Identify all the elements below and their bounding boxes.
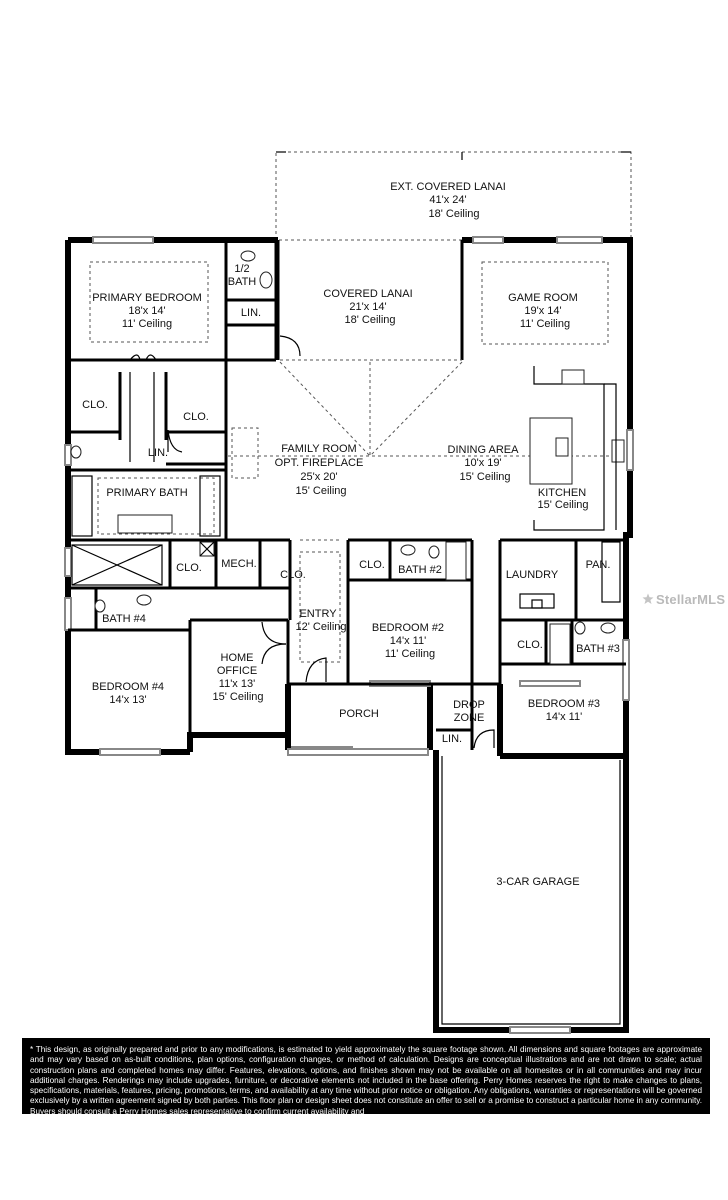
ext-lanai-name: EXT. COVERED LANAI bbox=[390, 181, 506, 193]
ext-lanai-size: 41'x 24' bbox=[429, 194, 466, 206]
entry-ceiling: 12' Ceiling bbox=[295, 621, 346, 633]
ext-lanai-ceiling: 18' Ceiling bbox=[428, 208, 479, 220]
family-room-size: 25'x 20' bbox=[300, 471, 337, 483]
covered-lanai-ceiling: 18' Ceiling bbox=[344, 314, 395, 326]
star-icon bbox=[642, 593, 654, 604]
closet-label-4: CLO. bbox=[280, 569, 306, 581]
closet-label-1: CLO. bbox=[82, 399, 108, 411]
kitchen-name: KITCHEN bbox=[538, 487, 586, 499]
mech-name: MECH. bbox=[221, 558, 256, 570]
dining-area-size: 10'x 19' bbox=[464, 457, 501, 469]
garage-name: 3-CAR GARAGE bbox=[496, 876, 579, 888]
doors bbox=[167, 335, 495, 756]
kitchen-fixtures bbox=[529, 366, 625, 603]
dining-area-ceiling: 15' Ceiling bbox=[459, 471, 510, 483]
family-room-name: FAMILY ROOM bbox=[281, 443, 356, 455]
half-bath-line2: BATH bbox=[228, 276, 257, 288]
bedroom2-size: 14'x 11' bbox=[390, 635, 426, 647]
home-office-size: 11'x 13' bbox=[219, 678, 255, 690]
closet-label-5: CLO. bbox=[359, 559, 385, 571]
entry-name: ENTRY bbox=[299, 608, 337, 620]
home-office-line2: OFFICE bbox=[217, 665, 257, 677]
bath3-name: BATH #3 bbox=[576, 643, 620, 655]
bath2-3-fixtures bbox=[400, 541, 616, 665]
covered-lanai-name: COVERED LANAI bbox=[323, 288, 412, 300]
room-labels: EXT. COVERED LANAI 41'x 24' 18' Ceiling … bbox=[82, 181, 620, 888]
drop-zone-line2: ZONE bbox=[454, 712, 485, 724]
laundry-name: LAUNDRY bbox=[506, 569, 559, 581]
family-room-ceiling: 15' Ceiling bbox=[295, 485, 346, 497]
linen-label-drop: LIN. bbox=[442, 733, 462, 745]
kitchen-ceiling: 15' Ceiling bbox=[537, 499, 588, 511]
watermark-text: StellarMLS bbox=[656, 592, 726, 607]
bedroom2-ceiling: 11' Ceiling bbox=[385, 648, 435, 660]
half-bath-linen: LIN. bbox=[241, 307, 261, 319]
interior-walls bbox=[68, 240, 626, 752]
pantry-name: PAN. bbox=[586, 559, 611, 571]
drop-zone-line1: DROP bbox=[453, 699, 485, 711]
disclaimer-text: * This design, as originally prepared an… bbox=[30, 1045, 702, 1114]
primary-bedroom-ceiling: 11' Ceiling bbox=[122, 318, 172, 330]
bedroom4-name: BEDROOM #4 bbox=[92, 681, 164, 693]
porch-name: PORCH bbox=[339, 708, 379, 720]
dining-area-name: DINING AREA bbox=[448, 444, 520, 456]
primary-bath-name: PRIMARY BATH bbox=[106, 487, 187, 499]
game-room-size: 19'x 14' bbox=[524, 305, 561, 317]
bedroom3-size: 14'x 11' bbox=[546, 711, 582, 723]
bath4-name: BATH #4 bbox=[102, 613, 146, 625]
closet-label-6: CLO. bbox=[517, 639, 543, 651]
disclaimer-box: * This design, as originally prepared an… bbox=[22, 1038, 710, 1114]
closet-label-2: CLO. bbox=[183, 411, 209, 423]
bedroom3-name: BEDROOM #3 bbox=[528, 698, 600, 710]
home-office-line1: HOME bbox=[221, 652, 254, 664]
covered-lanai-size: 21'x 14' bbox=[349, 301, 386, 313]
primary-bedroom-name: PRIMARY BEDROOM bbox=[92, 292, 202, 304]
bath-fixtures bbox=[70, 250, 273, 613]
linen-label-primary: LIN. bbox=[148, 447, 168, 459]
floor-plan: EXT. COVERED LANAI 41'x 24' 18' Ceiling … bbox=[64, 151, 634, 1034]
home-office-ceiling: 15' Ceiling bbox=[212, 691, 263, 703]
bedroom4-size: 14'x 13' bbox=[109, 694, 146, 706]
primary-bedroom-size: 18'x 14' bbox=[128, 305, 165, 317]
garage-details bbox=[435, 750, 621, 1025]
ext-lanai-outline bbox=[275, 151, 632, 241]
bath2-name: BATH #2 bbox=[398, 564, 442, 576]
game-room-ceiling: 11' Ceiling bbox=[520, 318, 570, 330]
half-bath-line1: 1/2 bbox=[234, 263, 249, 275]
game-room-name: GAME ROOM bbox=[508, 292, 578, 304]
family-room-opt: OPT. FIREPLACE bbox=[275, 457, 364, 469]
bedroom2-name: BEDROOM #2 bbox=[372, 622, 444, 634]
watermark: StellarMLS bbox=[642, 592, 725, 607]
closet-label-3: CLO. bbox=[176, 562, 202, 574]
